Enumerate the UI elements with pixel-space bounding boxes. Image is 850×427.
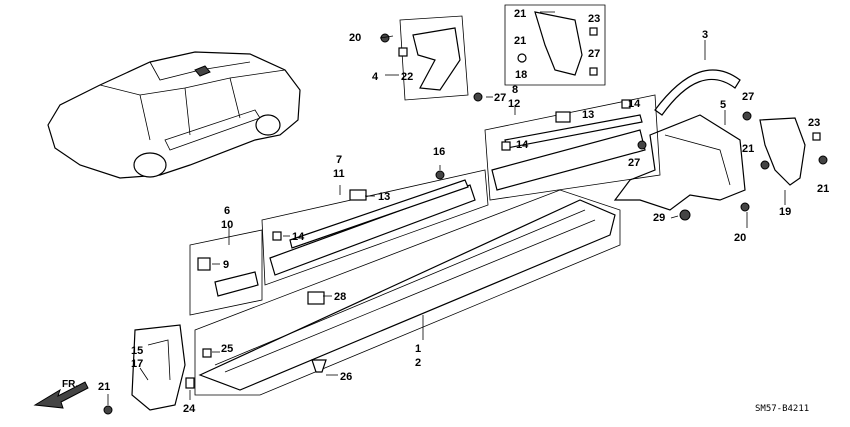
- leader-lines: [107, 11, 786, 405]
- front-direction-arrow: FR.: [33, 379, 89, 409]
- clip-27-front: [637, 140, 647, 150]
- clip-13-front: [555, 111, 571, 123]
- callout-1: 1: [415, 343, 421, 355]
- garnish-box-middle: [261, 169, 489, 286]
- callout-8: 8: [512, 84, 518, 96]
- callout-11: 11: [333, 168, 345, 180]
- callout-17: 17: [131, 358, 143, 370]
- garnish-box-front: [484, 94, 661, 201]
- callout-19: 19: [779, 206, 791, 218]
- callout-10: 10: [221, 219, 233, 231]
- callout-4: 4: [372, 71, 379, 83]
- clip-27-right: [742, 111, 752, 121]
- callout-18: 18: [515, 69, 527, 81]
- callout-21-fender: 21: [742, 143, 754, 155]
- clip-14-front-right: [621, 99, 631, 109]
- bolt-20-lower: [740, 202, 750, 212]
- direction-label: FR.: [62, 379, 78, 390]
- parts-group-upper-right-box: [504, 4, 606, 86]
- clip-22: [398, 47, 408, 57]
- clip-24: [185, 377, 195, 389]
- clip-14-front-left: [501, 141, 511, 151]
- clip-26: [311, 359, 327, 373]
- callout-14-front-left: 14: [516, 139, 529, 151]
- fasteners: [103, 33, 828, 415]
- screw-21-lower: [103, 405, 113, 415]
- callouts: 1 2 3 4 5 6 7 8 9 10 11 12 13 13 14 14 1…: [98, 8, 829, 415]
- callout-25: 25: [221, 343, 233, 355]
- car-illustration: [47, 51, 301, 179]
- callout-23-upper: 23: [588, 13, 600, 25]
- callout-16: 16: [433, 146, 445, 158]
- clip-9: [197, 257, 211, 271]
- clip-13-middle: [349, 189, 367, 201]
- callout-29: 29: [653, 212, 665, 224]
- callout-6: 6: [224, 205, 230, 217]
- callout-13-front: 13: [582, 109, 594, 121]
- clip-25: [202, 348, 212, 358]
- screw-21-fender: [760, 160, 770, 170]
- callout-21-lower: 21: [98, 381, 110, 393]
- callout-27-left: 27: [494, 92, 506, 104]
- arrow-icon: [33, 381, 89, 409]
- callout-2: 2: [415, 357, 421, 369]
- parts-group-upper-left-box: [398, 15, 469, 101]
- callout-26: 26: [340, 371, 352, 383]
- diagram-code: SM57-B4211: [755, 404, 809, 414]
- callout-27-right: 27: [742, 91, 754, 103]
- callout-27-upper: 27: [588, 48, 600, 60]
- clip-27-left: [473, 92, 483, 102]
- callout-21-upper: 21: [514, 35, 526, 47]
- arch-molding: [654, 69, 741, 116]
- callout-20-lower: 20: [734, 232, 746, 244]
- callout-22: 22: [401, 71, 413, 83]
- mud-guard-rear: [759, 117, 806, 186]
- callout-14-front-right: 14: [628, 98, 641, 110]
- clip-28: [307, 291, 325, 305]
- callout-15: 15: [131, 345, 143, 357]
- callout-9: 9: [223, 259, 229, 271]
- callout-14-middle: 14: [292, 231, 305, 243]
- callout-7: 7: [336, 154, 342, 166]
- inner-fender: [613, 114, 746, 211]
- callout-21-right: 21: [817, 183, 829, 195]
- callout-27-front: 27: [628, 157, 640, 169]
- clip-16: [435, 170, 445, 180]
- screw-21-upper: [517, 53, 527, 63]
- clip-29: [679, 209, 691, 221]
- clip-23-right: [812, 132, 821, 141]
- screw-21-right: [818, 155, 828, 165]
- clip-23-upper: [589, 27, 598, 36]
- callout-20-upper: 20: [349, 32, 361, 44]
- callout-24: 24: [183, 403, 196, 415]
- callout-23-right: 23: [808, 117, 820, 129]
- callout-21-top: 21: [514, 8, 526, 20]
- callout-28: 28: [334, 291, 346, 303]
- mud-guard-front: [131, 324, 186, 411]
- side-sill-panel: [194, 189, 621, 396]
- callout-13-middle: 13: [378, 191, 390, 203]
- callout-12: 12: [508, 98, 520, 110]
- garnish-box-rear: [189, 229, 263, 316]
- callout-5: 5: [720, 99, 726, 111]
- callout-3: 3: [702, 29, 708, 41]
- clip-14-middle: [272, 231, 282, 241]
- clip-27-upper: [589, 67, 598, 76]
